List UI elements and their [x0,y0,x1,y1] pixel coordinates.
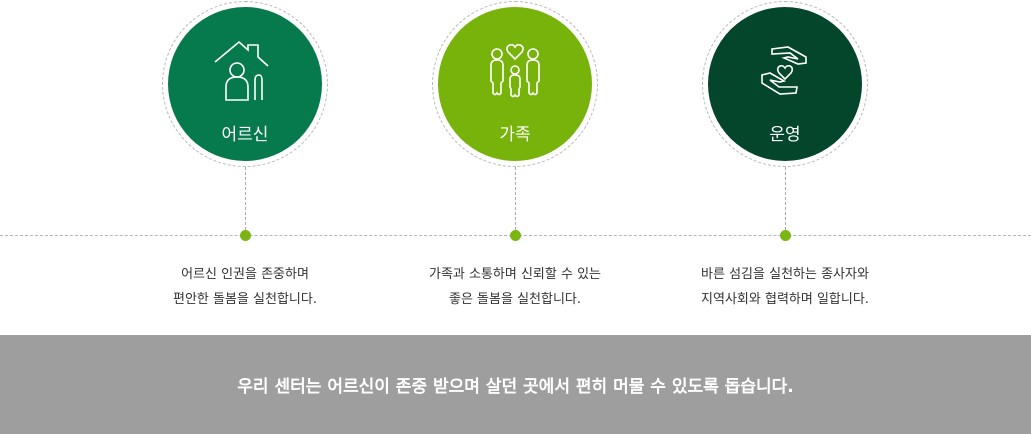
connector-line [785,167,786,235]
circle-ring [432,1,598,167]
connector-line [515,167,516,235]
family-heart-icon [490,43,540,98]
timeline-dot [510,230,521,241]
house-elder-icon [214,40,269,101]
timeline-dot [780,230,791,241]
circle-ring [702,1,868,167]
description-line: 지역사회와 협력하며 일합니다. [701,292,869,307]
description-line: 어르신 인권을 존중하며 [181,267,309,282]
description-line: 가족과 소통하며 신뢰할 수 있는 [428,267,601,282]
circle-badge: 운영 [708,7,862,161]
circle-title: 가족 [499,125,531,145]
connector-line [245,167,246,235]
timeline-dot [240,230,251,241]
description: 가족과 소통하며 신뢰할 수 있는 좋은 돌봄을 실천합니다. [380,262,650,312]
description-line: 좋은 돌봄을 실천합니다. [449,292,581,307]
description-line: 편안한 돌봄을 실천합니다. [173,292,317,307]
description: 어르신 인권을 존중하며 편안한 돌봄을 실천합니다. [110,262,380,312]
circle-title: 운영 [769,125,801,145]
description-line: 바른 섬김을 실천하는 종사자와 [701,267,869,282]
circle-ring [162,1,328,167]
circle-badge: 가족 [438,7,592,161]
circle-title: 어르신 [221,125,269,145]
hands-heart-icon [761,46,807,95]
mission-text: 우리 센터는 어르신이 존중 받으며 살던 곳에서 편히 머물 수 있도록 돕습… [237,377,794,397]
circle-badge: 어르신 [168,7,322,161]
mission-banner: 우리 센터는 어르신이 존중 받으며 살던 곳에서 편히 머물 수 있도록 돕습… [0,335,1031,434]
description: 바른 섬김을 실천하는 종사자와 지역사회와 협력하며 일합니다. [650,262,920,312]
